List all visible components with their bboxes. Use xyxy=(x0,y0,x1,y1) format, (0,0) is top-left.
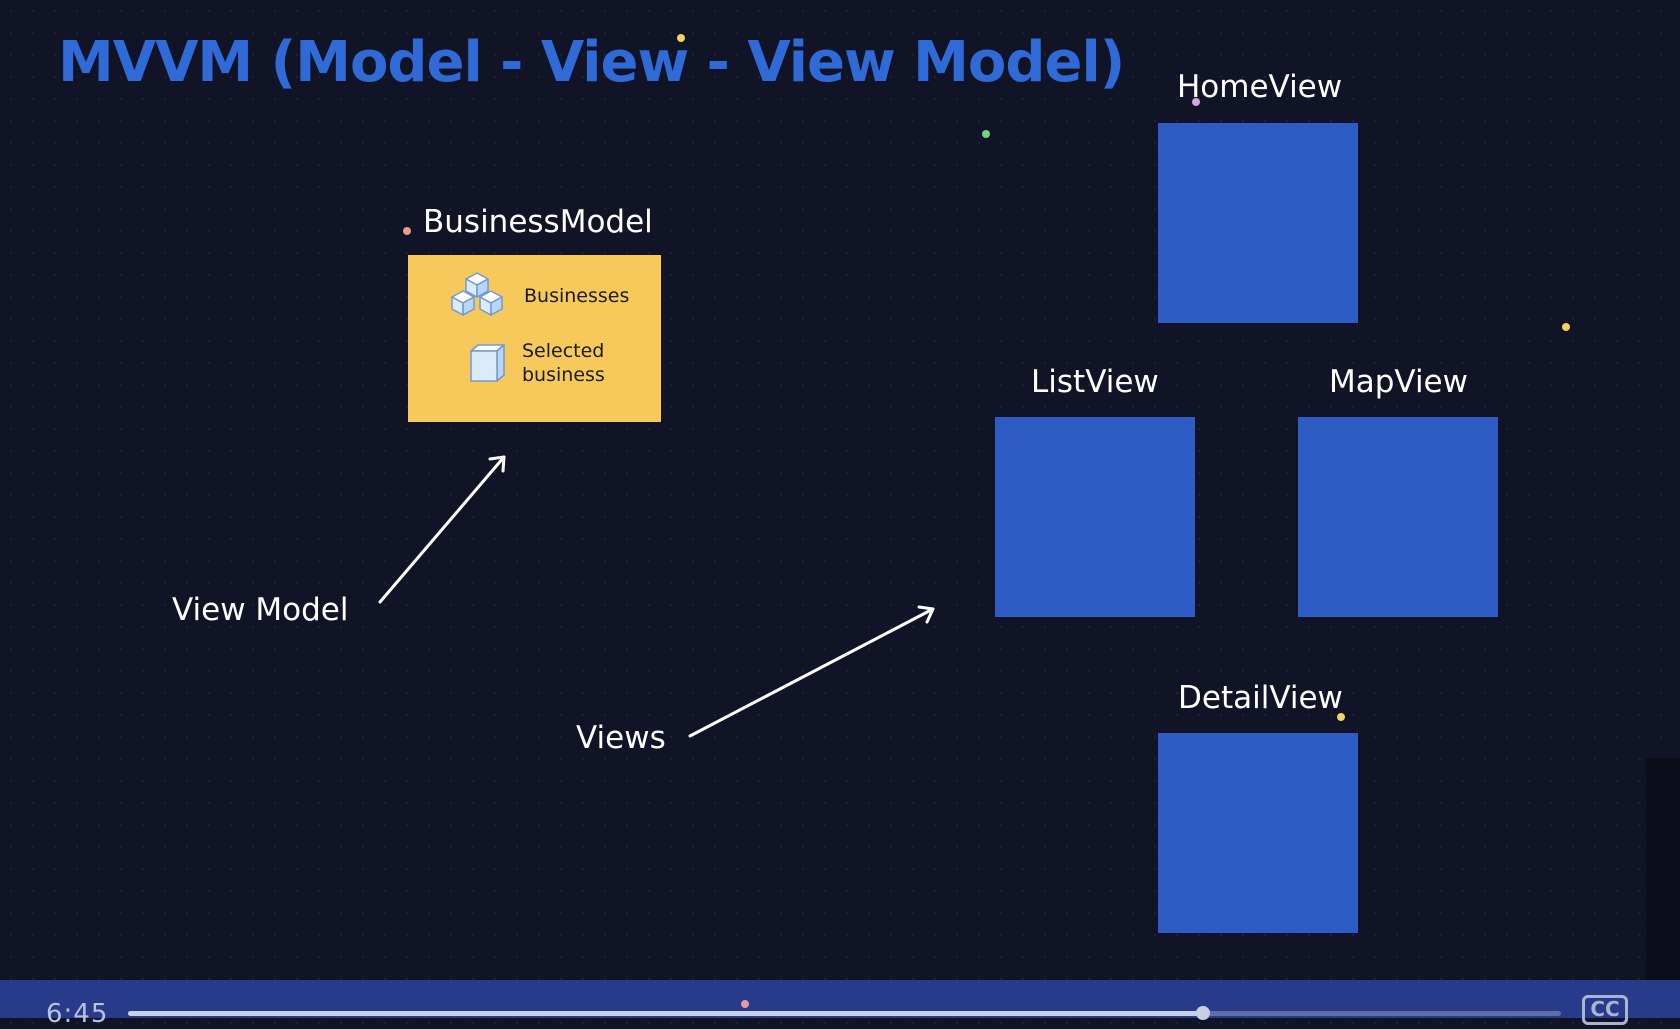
business-model-label: BusinessModel xyxy=(423,204,653,240)
pointer-dot xyxy=(741,1000,749,1008)
cc-button[interactable]: CC xyxy=(1582,995,1628,1025)
list-view-label: ListView xyxy=(1031,364,1159,400)
pointer-dot xyxy=(1562,323,1570,331)
slide-title: MVVM (Model - View - View Model) xyxy=(58,30,1125,95)
list-view-box xyxy=(995,417,1195,617)
cube-icon xyxy=(470,344,505,382)
selected-business-line2: business xyxy=(522,364,605,386)
elapsed-time: 6:45 xyxy=(46,999,109,1029)
video-player-bar: 6:45 CC xyxy=(0,980,1680,1029)
views-annotation: Views xyxy=(576,720,666,756)
map-view-box xyxy=(1298,417,1498,617)
progress-handle[interactable] xyxy=(1195,1006,1210,1020)
detail-view-box xyxy=(1158,733,1358,933)
pointer-dot xyxy=(403,227,411,235)
view-model-annotation: View Model xyxy=(172,592,349,628)
side-panel xyxy=(1646,758,1680,980)
pointer-dot xyxy=(677,34,685,42)
selected-business-line1: Selected xyxy=(522,340,605,362)
home-view-label: HomeView xyxy=(1177,69,1343,105)
pointer-dot xyxy=(1192,98,1200,106)
pointer-dot xyxy=(982,130,990,138)
views-arrow xyxy=(688,605,935,738)
detail-view-label: DetailView xyxy=(1178,680,1343,716)
view-model-arrow xyxy=(378,455,506,604)
business-model-card: Businesses Selected business xyxy=(408,255,661,422)
cubes-icon xyxy=(451,272,503,316)
selected-business-label: Selected business xyxy=(522,339,605,387)
slide-canvas: MVVM (Model - View - View Model) Busines… xyxy=(58,30,1680,980)
selected-business-item: Selected business xyxy=(468,339,605,387)
pointer-dot xyxy=(1337,713,1345,721)
home-view-box xyxy=(1158,123,1358,323)
businesses-label: Businesses xyxy=(524,285,630,307)
map-view-label: MapView xyxy=(1329,364,1468,400)
annotation-arrows xyxy=(378,455,935,738)
progress-bar[interactable] xyxy=(128,1011,1561,1016)
businesses-item: Businesses xyxy=(448,271,629,321)
progress-fill xyxy=(128,1011,1203,1016)
